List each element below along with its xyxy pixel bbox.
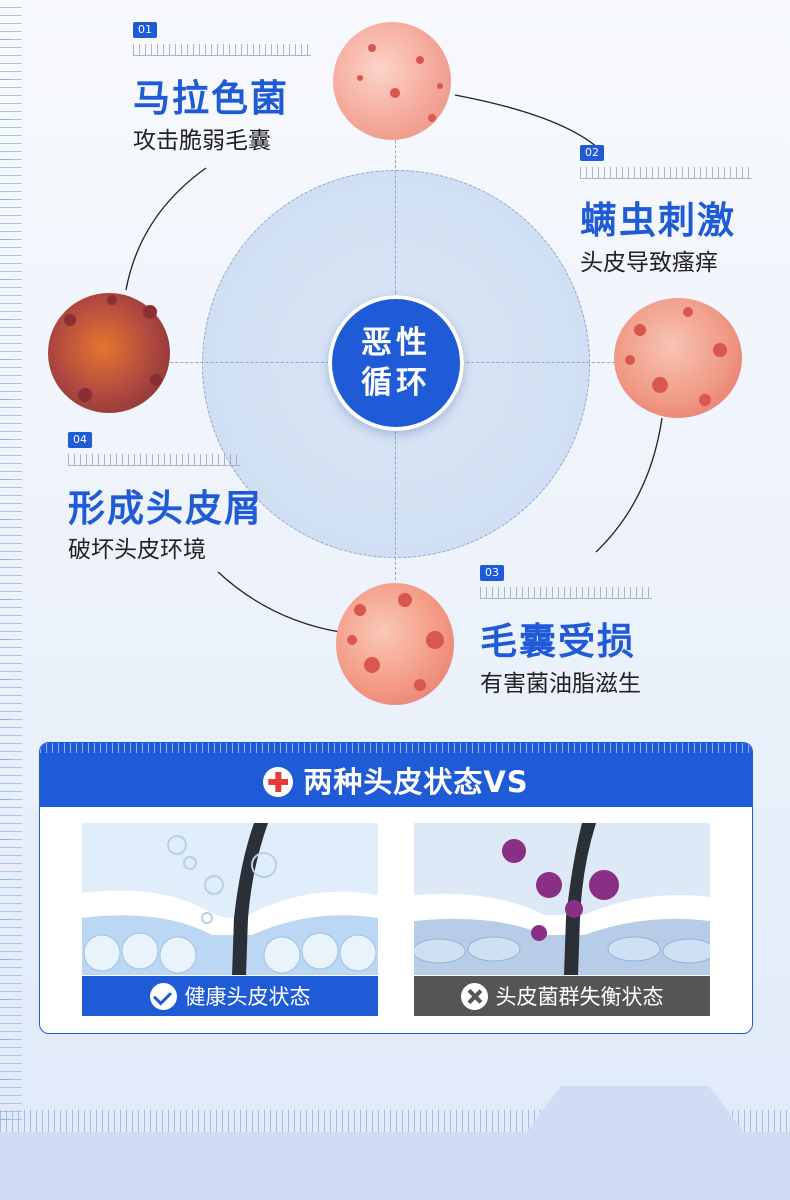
comparison-title: 两种头皮状态VS	[303, 765, 529, 799]
stage-ruler	[133, 44, 311, 56]
stage-tag-02: 02	[580, 145, 604, 161]
stage-desc-mites: 头皮导致瘙痒	[580, 250, 718, 276]
vicious-cycle-badge: 恶性 循环	[328, 295, 464, 431]
stage-title-malassezia: 马拉色菌	[133, 77, 289, 120]
comparison-header: 两种头皮状态VS	[40, 743, 752, 807]
comparison-panel: 两种头皮状态VS 健康头皮状态	[39, 742, 753, 1034]
imbalanced-scalp-image	[414, 823, 710, 975]
stage-ruler	[580, 167, 752, 179]
center-line-1: 恶性	[361, 325, 431, 361]
imbalanced-scalp-label: 头皮菌群失衡状态	[495, 985, 664, 1009]
stage-title-mites: 螨虫刺激	[580, 199, 736, 242]
healthy-scalp-illustration	[82, 823, 378, 975]
imbalanced-scalp-caption: 头皮菌群失衡状态	[414, 976, 710, 1016]
healthy-scalp-image	[82, 823, 378, 975]
healthy-scalp-label: 健康头皮状态	[184, 985, 311, 1009]
stage-tag-04: 04	[68, 432, 92, 448]
cycle-arcs	[125, 94, 663, 633]
medical-cross-icon	[263, 767, 294, 797]
mite-illustration	[614, 298, 742, 418]
healthy-scalp-caption: 健康头皮状态	[82, 976, 378, 1016]
stage-title-dandruff: 形成头皮屑	[68, 487, 263, 530]
check-icon	[149, 982, 177, 1010]
bottom-hump-decoration	[520, 1086, 750, 1140]
imbalanced-scalp-illustration	[414, 823, 710, 975]
x-icon	[460, 982, 488, 1010]
stage-desc-dandruff: 破坏头皮环境	[68, 537, 206, 563]
stage-tag-03: 03	[480, 565, 504, 581]
center-line-2: 循环	[361, 365, 431, 401]
left-ruler-decoration	[0, 0, 22, 1120]
stage-desc-follicle-damage: 有害菌油脂滋生	[480, 671, 641, 697]
stage-title-follicle-damage: 毛囊受损	[480, 620, 636, 663]
stage-desc-malassezia: 攻击脆弱毛囊	[133, 128, 271, 154]
header-ruler	[40, 743, 752, 753]
stage-tag-01: 01	[133, 22, 157, 38]
germ-spots	[64, 44, 727, 691]
bottom-strip	[0, 1132, 790, 1200]
stage-ruler	[68, 454, 240, 466]
stage-ruler	[480, 587, 652, 599]
